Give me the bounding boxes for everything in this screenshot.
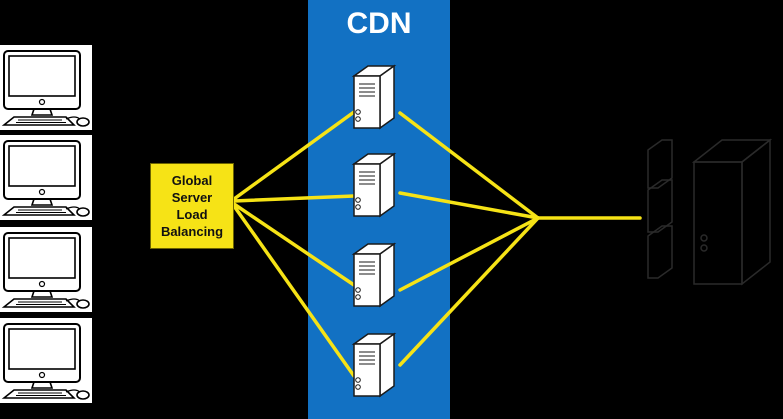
client-computer-2[interactable]: [0, 134, 93, 221]
link-edge-4-hub: [398, 216, 540, 367]
cdn-title: CDN: [347, 7, 412, 40]
server-rack-segment-icon: [647, 179, 673, 233]
client-computer-4[interactable]: [0, 317, 93, 404]
links: [232, 110, 642, 378]
link-edge-3-hub: [398, 216, 540, 292]
client-computer-1[interactable]: [0, 44, 93, 131]
gslb-label-line-4: Balancing: [160, 224, 224, 239]
desktop-computer-icon: [0, 226, 93, 313]
link-edge-1-hub: [398, 111, 540, 220]
gslb-label-line-3: Load: [176, 207, 208, 222]
client-computer-3[interactable]: [0, 226, 93, 313]
edge-server-3[interactable]: [353, 243, 395, 307]
server-tower-icon: [353, 333, 395, 397]
server-tower-icon: [353, 153, 395, 217]
server-rack-segment-icon: [647, 225, 673, 279]
server-tower-icon: [353, 243, 395, 307]
edge-server-2[interactable]: [353, 153, 395, 217]
link-gslb-edge-3: [232, 202, 356, 287]
link-gslb-edge-2: [232, 194, 356, 203]
clients: [0, 44, 93, 404]
edge-server-1[interactable]: [353, 65, 395, 129]
link-edge-2-hub: [398, 191, 540, 220]
link-gslb-edge-1: [232, 110, 356, 201]
origin-server-icon: [647, 138, 773, 286]
edge-server-4[interactable]: [353, 333, 395, 397]
global-server-load-balancing-box[interactable]: Global Server Load Balancing: [150, 163, 234, 249]
desktop-computer-icon: [0, 134, 93, 221]
desktop-computer-icon: [0, 44, 93, 131]
desktop-computer-icon: [0, 317, 93, 404]
gslb-label-line-2: Server: [171, 190, 213, 205]
server-tower-icon: [353, 65, 395, 129]
link-gslb-edge-4: [232, 204, 356, 378]
server-rack-segment-icon: [647, 139, 673, 189]
gslb-label-line-1: Global: [171, 173, 213, 188]
